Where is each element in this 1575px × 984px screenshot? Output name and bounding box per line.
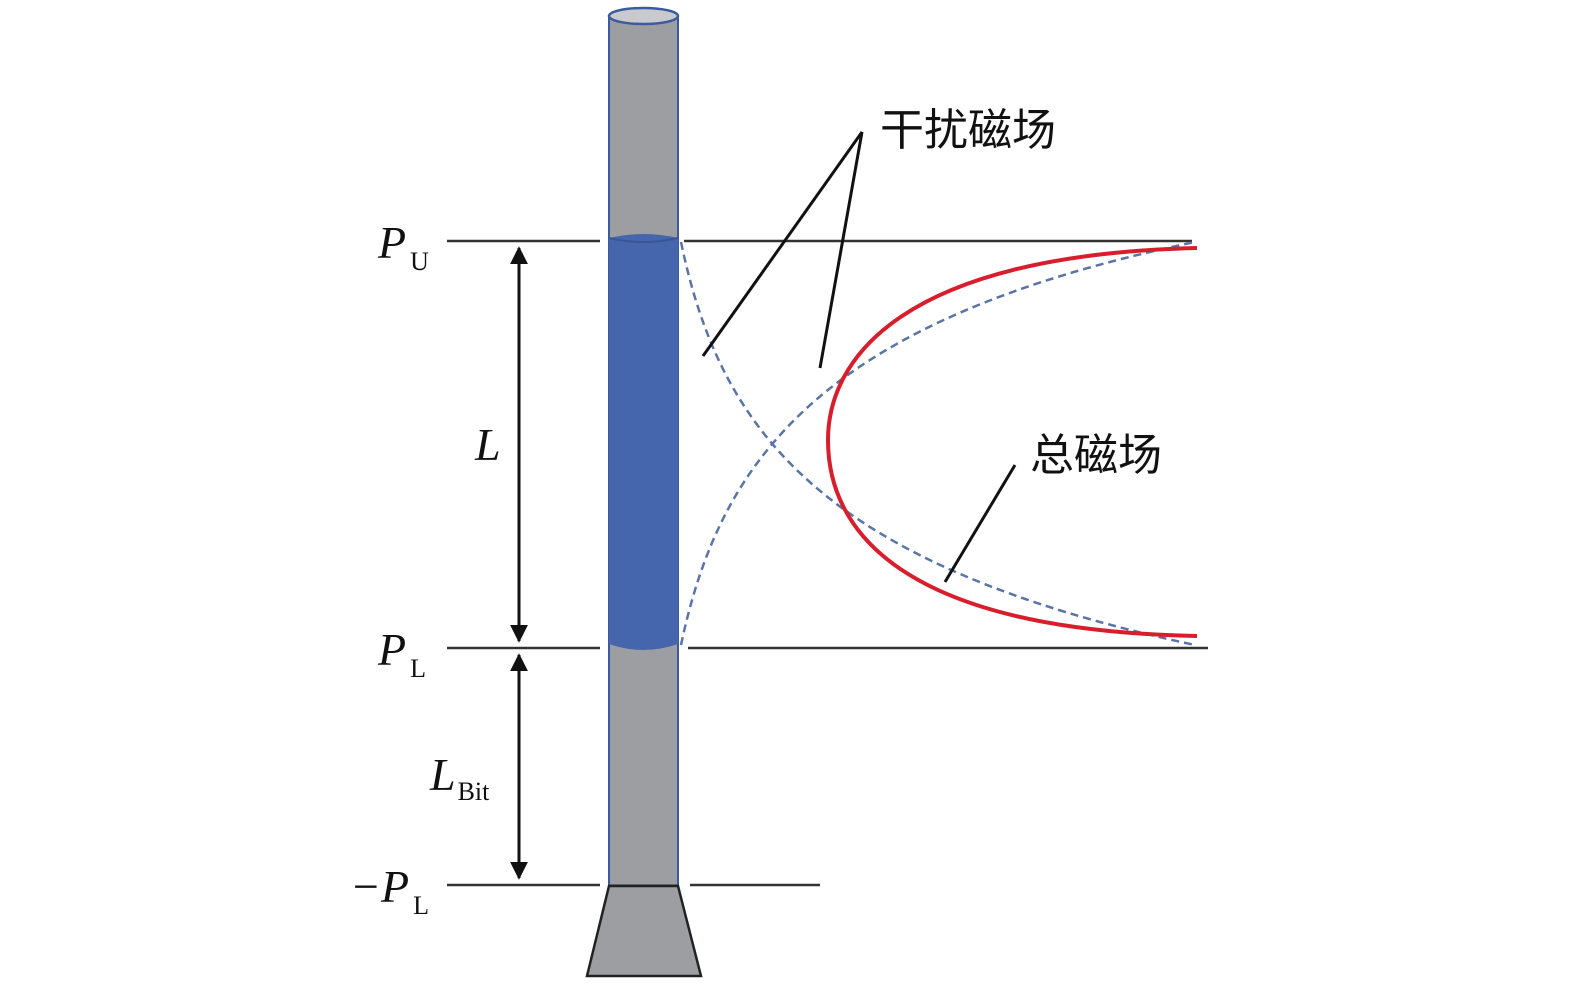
interference-curve-upper	[679, 241, 1196, 647]
pointer-total	[943, 464, 1017, 583]
interference-field-label: 干扰磁场	[880, 105, 1056, 156]
interference-curve-lower	[679, 240, 1196, 646]
pointer-interference-2	[818, 131, 864, 369]
reference-lines	[447, 239, 1208, 887]
total-field-label: 总磁场	[1030, 430, 1162, 481]
drill-pipe	[585, 6, 703, 978]
bit-length-label: LBit	[429, 749, 490, 806]
pointers	[701, 131, 1017, 583]
pipe-top	[607, 6, 680, 26]
drill-bit	[585, 884, 703, 978]
magnet-section	[609, 234, 678, 650]
pointer-interference-1	[701, 131, 864, 357]
total-field-curve	[825, 246, 1198, 638]
magnet-top-edge	[608, 237, 679, 243]
length-label: L	[474, 419, 501, 470]
